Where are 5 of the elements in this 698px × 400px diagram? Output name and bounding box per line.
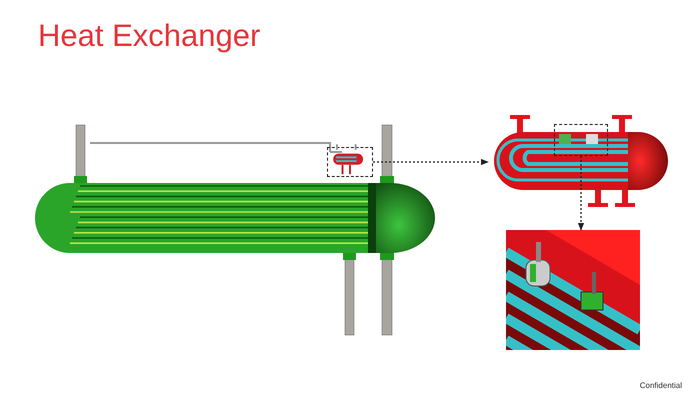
title: Heat Exchanger	[38, 18, 260, 54]
dotted-arrow	[373, 158, 489, 166]
dashed-frame	[554, 124, 608, 156]
dotted-arrow	[578, 156, 584, 231]
footer-note: Confidential	[640, 381, 682, 390]
